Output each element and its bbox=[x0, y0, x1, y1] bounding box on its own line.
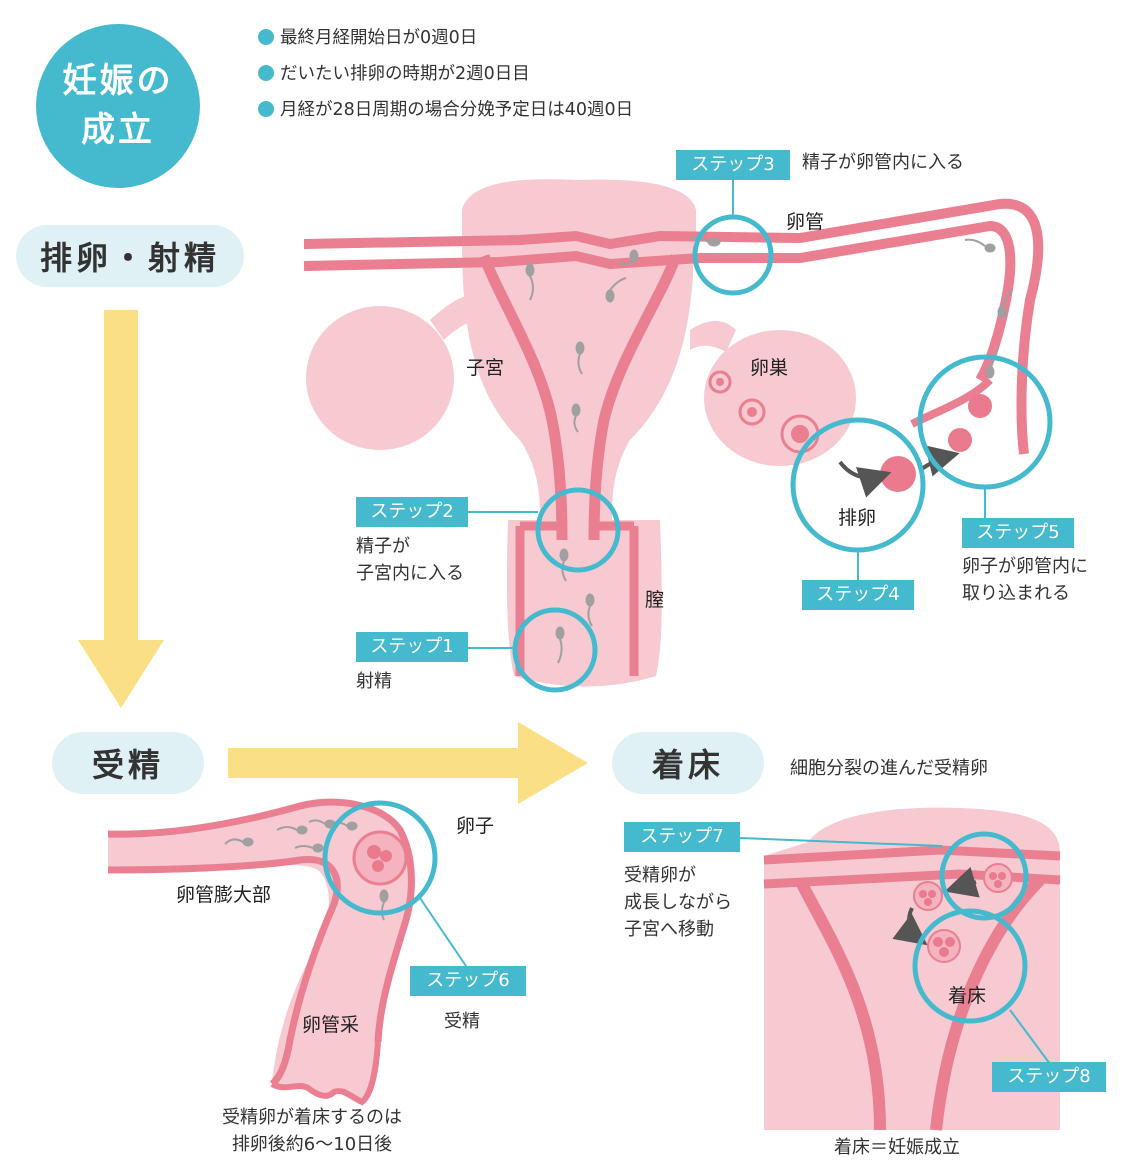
step-7-text: 受精卵が 成長しながら 子宮へ移動 bbox=[624, 862, 732, 943]
title-line-1: 妊娠の bbox=[63, 57, 174, 106]
phase-implantation: 着床 bbox=[612, 732, 764, 794]
label-vagina: 膣 bbox=[645, 588, 664, 613]
phase-fertilization: 受精 bbox=[52, 732, 204, 794]
note-item: だいたい排卵の時期が2週0日目 bbox=[258, 60, 530, 85]
label-fimbria: 卵管采 bbox=[302, 1013, 359, 1038]
flow-arrow-right bbox=[228, 722, 588, 804]
note-item: 最終月経開始日が0週0日 bbox=[258, 24, 477, 49]
step-8-badge: ステップ8 bbox=[992, 1062, 1106, 1092]
step-2-text: 精子が 子宮内に入る bbox=[356, 533, 464, 587]
label-uterus: 子宮 bbox=[466, 356, 504, 381]
caption-pregnancy: 着床＝妊娠成立 bbox=[834, 1136, 960, 1159]
step-5-badge: ステップ5 bbox=[962, 518, 1074, 548]
caption-timing: 受精卵が着床するのは 排卵後約6〜10日後 bbox=[222, 1104, 402, 1158]
label-implantation: 着床 bbox=[948, 984, 986, 1009]
flow-arrow-down bbox=[78, 310, 164, 708]
label-ovulation: 排卵 bbox=[838, 506, 876, 531]
step-6-badge: ステップ6 bbox=[410, 966, 526, 996]
bullet-dot-icon bbox=[258, 65, 274, 81]
label-egg: 卵子 bbox=[456, 814, 494, 839]
step-3-text: 精子が卵管内に入る bbox=[802, 151, 964, 174]
step-1-badge: ステップ1 bbox=[356, 632, 468, 662]
step-6-text: 受精 bbox=[444, 1010, 480, 1033]
uterus-illustration bbox=[304, 179, 1038, 686]
step-3-badge: ステップ3 bbox=[676, 150, 790, 180]
fertilization-illustration bbox=[108, 802, 411, 1102]
step-1-text: 射精 bbox=[356, 670, 392, 693]
label-ampulla: 卵管膨大部 bbox=[176, 883, 271, 908]
step-7-badge: ステップ7 bbox=[624, 822, 740, 852]
bullet-dot-icon bbox=[258, 101, 274, 117]
step-2-badge: ステップ2 bbox=[356, 497, 468, 527]
step-5-text: 卵子が卵管内に 取り込まれる bbox=[962, 553, 1088, 607]
bullet-dot-icon bbox=[258, 29, 274, 45]
note-item: 月経が28日周期の場合分娩予定日は40週0日 bbox=[258, 96, 633, 121]
title-line-2: 成立 bbox=[81, 106, 155, 155]
label-ovary: 卵巣 bbox=[750, 356, 788, 381]
caption-dividing-egg: 細胞分裂の進んだ受精卵 bbox=[790, 757, 988, 780]
title-badge: 妊娠の 成立 bbox=[36, 24, 200, 188]
label-tube: 卵管 bbox=[786, 210, 824, 235]
step-4-badge: ステップ4 bbox=[802, 580, 914, 610]
phase-ovulation: 排卵・射精 bbox=[16, 225, 244, 287]
